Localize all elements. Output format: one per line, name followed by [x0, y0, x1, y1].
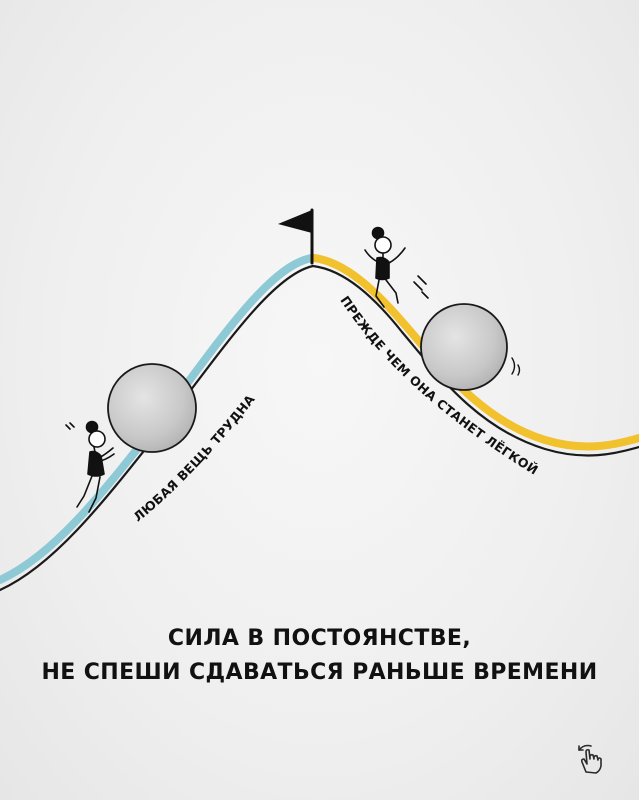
downhill-boulder — [420, 303, 508, 391]
pushing-figure — [65, 420, 115, 513]
uphill-boulder — [107, 363, 197, 453]
flag-icon — [278, 208, 314, 265]
swipe-hand-icon[interactable] — [574, 742, 608, 776]
hill-line — [0, 264, 639, 592]
boulder-motion-marks — [511, 357, 521, 376]
caption-line-2: НЕ СПЕШИ СДАВАТЬСЯ РАНЬШЕ ВРЕМЕНИ — [41, 660, 598, 685]
caption-line-1: СИЛА В ПОСТОЯНСТВЕ, — [167, 626, 472, 651]
running-figure — [364, 226, 429, 308]
